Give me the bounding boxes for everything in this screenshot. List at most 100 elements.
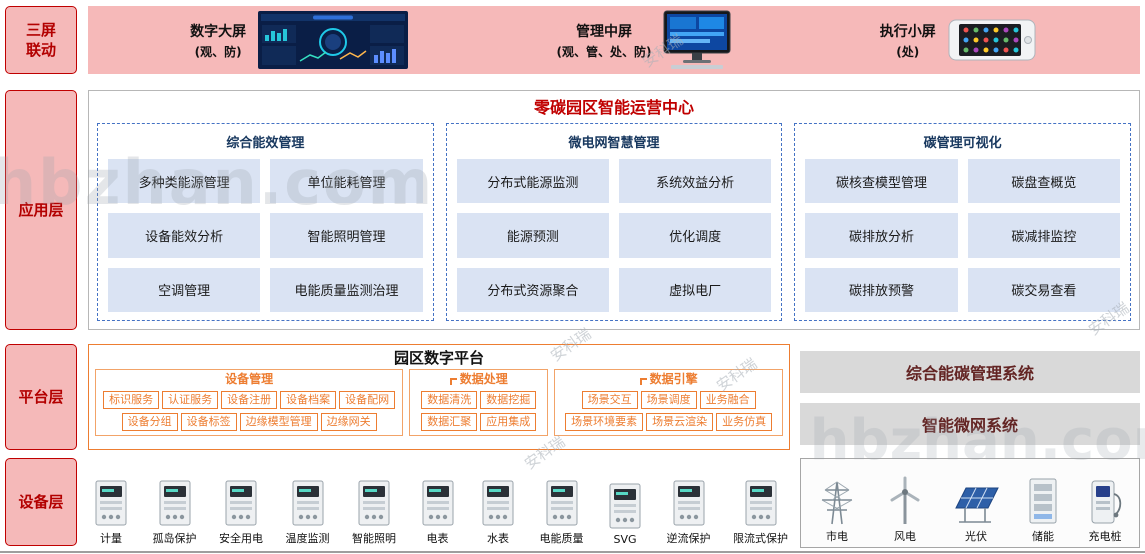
section-title-row: 数据处理 xyxy=(414,372,543,387)
app-function-label: 多种类能源管理 xyxy=(138,175,230,191)
platform-function-tile: 设备档案 xyxy=(280,391,337,409)
device-label: SVG xyxy=(613,533,637,546)
group-items: 多种类能源管理 单位能耗管理 设备能效分析 智能照明管理 空调管理 电能质量监测… xyxy=(108,159,423,312)
device-item: 电表 xyxy=(419,479,457,546)
energy-item-storage: 储能 xyxy=(1025,476,1061,544)
screen-text: 数字大屏 (观、防) xyxy=(190,21,246,60)
mobile-phone-image xyxy=(948,19,1036,61)
device-item: 计量 xyxy=(92,479,130,546)
energy-label: 风电 xyxy=(894,530,916,543)
app-function-label: 分布式资源聚合 xyxy=(487,284,579,300)
app-function-tile: 碳排放预警 xyxy=(805,267,958,312)
device-label: 智能照明 xyxy=(352,532,396,545)
section-data-engine: 数据引擎 场景交互 场景调度 业务融合 场景环境要素 场景云渲染 业务仿真 xyxy=(554,369,783,436)
energy-label: 市电 xyxy=(826,530,848,543)
app-function-label: 分布式能源监测 xyxy=(487,175,579,191)
app-function-label: 能源预测 xyxy=(506,229,559,245)
energy-item-wind: 风电 xyxy=(883,476,927,544)
screen-group-big-screen: 数字大屏 (观、防) xyxy=(190,11,409,69)
app-function-tile: 虚拟电厂 xyxy=(619,267,772,312)
layer-label-three-screen: 三屏 联动 xyxy=(5,6,77,74)
platform-function-tile: 应用集成 xyxy=(480,413,537,431)
section-device-management: 设备管理 标识服务 认证服务 设备注册 设备档案 设备配网 设备分组 设备标签 … xyxy=(95,369,404,436)
device-item: 逆流保护 xyxy=(667,479,711,546)
meter-device-icon xyxy=(673,480,704,526)
layer-label-device: 设备层 xyxy=(5,458,77,546)
section-title-row: 设备管理 xyxy=(100,372,398,387)
app-function-label: 空调管理 xyxy=(158,284,211,300)
layer-label-application: 应用层 xyxy=(5,90,77,330)
group-carbon-visualization: 碳管理可视化 碳核查模型管理 碳盘查概览 碳排放分析 碳减排监控 碳排放预警 碳… xyxy=(794,123,1132,321)
section-row: 场景环境要素 场景云渲染 业务仿真 xyxy=(559,413,778,431)
app-function-tile: 碳核查模型管理 xyxy=(805,159,958,204)
app-function-tile: 碳减排监控 xyxy=(967,213,1121,258)
platform-sections: 设备管理 标识服务 认证服务 设备注册 设备档案 设备配网 设备分组 设备标签 … xyxy=(95,369,783,436)
platform-function-tile: 设备分组 xyxy=(121,413,178,431)
app-function-label: 碳核查模型管理 xyxy=(836,175,928,191)
group-title: 综合能效管理 xyxy=(226,136,305,151)
app-function-tile: 分布式能源监测 xyxy=(456,159,609,204)
screen-text: 执行小屏 (处) xyxy=(880,21,936,60)
device-label: 温度监测 xyxy=(285,532,330,545)
device-item: 水表 xyxy=(479,479,517,546)
section-row: 场景交互 场景调度 业务融合 xyxy=(559,391,778,409)
meter-device-icon xyxy=(95,480,127,526)
app-function-label: 虚拟电厂 xyxy=(669,284,722,300)
platform-function-tile: 设备配网 xyxy=(339,391,396,409)
app-function-label: 碳排放预警 xyxy=(849,284,915,300)
meter-device-icon xyxy=(358,480,390,526)
group-title: 微电网智慧管理 xyxy=(568,136,660,151)
power-tower-icon xyxy=(821,481,853,525)
platform-function-tile: 标识服务 xyxy=(103,391,160,409)
app-function-label: 智能照明管理 xyxy=(307,229,386,245)
platform-function-tile: 设备标签 xyxy=(180,413,237,431)
section-title: 设备管理 xyxy=(225,372,274,386)
device-label: 安全用电 xyxy=(219,532,263,545)
meter-device-icon xyxy=(159,480,190,526)
battery-cabinet-icon xyxy=(1029,478,1057,524)
application-groups: 综合能效管理 多种类能源管理 单位能耗管理 设备能效分析 智能照明管理 空调管理… xyxy=(97,123,1132,321)
three-screen-band: 数字大屏 (观、防) 管理中屏 (观、管、 xyxy=(88,6,1140,74)
section-row: 数据汇聚 应用集成 xyxy=(414,413,543,431)
app-function-label: 碳排放分析 xyxy=(849,229,915,245)
group-energy-efficiency: 综合能效管理 多种类能源管理 单位能耗管理 设备能效分析 智能照明管理 空调管理… xyxy=(97,123,434,321)
platform-function-tile: 业务融合 xyxy=(699,391,756,409)
section-title: 数据处理 xyxy=(459,372,508,386)
app-function-label: 优化调度 xyxy=(669,229,722,245)
energy-sources-panel: 市电 风电 光伏 xyxy=(800,458,1140,548)
group-title: 碳管理可视化 xyxy=(923,136,1002,151)
app-function-tile: 碳排放分析 xyxy=(805,213,958,258)
section-row: 设备分组 设备标签 边缘模型管理 边缘网关 xyxy=(100,413,398,431)
app-function-label: 碳减排监控 xyxy=(1011,229,1077,245)
platform-function-tile: 场景云渲染 xyxy=(646,413,714,431)
app-function-tile: 智能照明管理 xyxy=(270,213,423,258)
application-layer-panel: 零碳园区智能运营中心 综合能效管理 多种类能源管理 单位能耗管理 设备能效分析 … xyxy=(88,90,1140,330)
app-function-tile: 设备能效分析 xyxy=(108,213,261,258)
system-energy-carbon-management: 综合能碳管理系统 xyxy=(800,351,1140,393)
app-function-tile: 能源预测 xyxy=(456,213,609,258)
platform-function-tile: 场景交互 xyxy=(581,391,638,409)
meter-device-icon xyxy=(745,480,776,526)
app-function-tile: 电能质量监测治理 xyxy=(270,267,423,312)
layer-label-platform: 平台层 xyxy=(5,344,77,450)
screen-title: 数字大屏 xyxy=(190,23,247,40)
platform-function-tile: 业务仿真 xyxy=(716,413,773,431)
platform-function-tile: 数据汇聚 xyxy=(421,413,478,431)
device-label: 水表 xyxy=(487,532,509,545)
digital-platform-title: 园区数字平台 xyxy=(393,349,484,367)
app-function-label: 系统效益分析 xyxy=(656,175,735,191)
app-function-tile: 单位能耗管理 xyxy=(270,159,423,204)
app-function-tile: 优化调度 xyxy=(619,213,772,258)
screen-subtitle: (观、防) xyxy=(194,44,242,59)
app-function-label: 碳盘查概览 xyxy=(1011,175,1077,191)
screen-subtitle: (处) xyxy=(896,44,920,59)
device-label: 电能质量 xyxy=(539,532,584,545)
device-label: 限流式保护 xyxy=(733,532,788,545)
device-item: 智能照明 xyxy=(352,479,396,546)
device-item: 电能质量 xyxy=(540,479,584,546)
meter-device-icon xyxy=(609,483,641,529)
wind-turbine-icon xyxy=(890,476,920,524)
operation-center-title: 零碳园区智能运营中心 xyxy=(533,98,694,117)
platform-function-tile: 场景调度 xyxy=(640,391,697,409)
